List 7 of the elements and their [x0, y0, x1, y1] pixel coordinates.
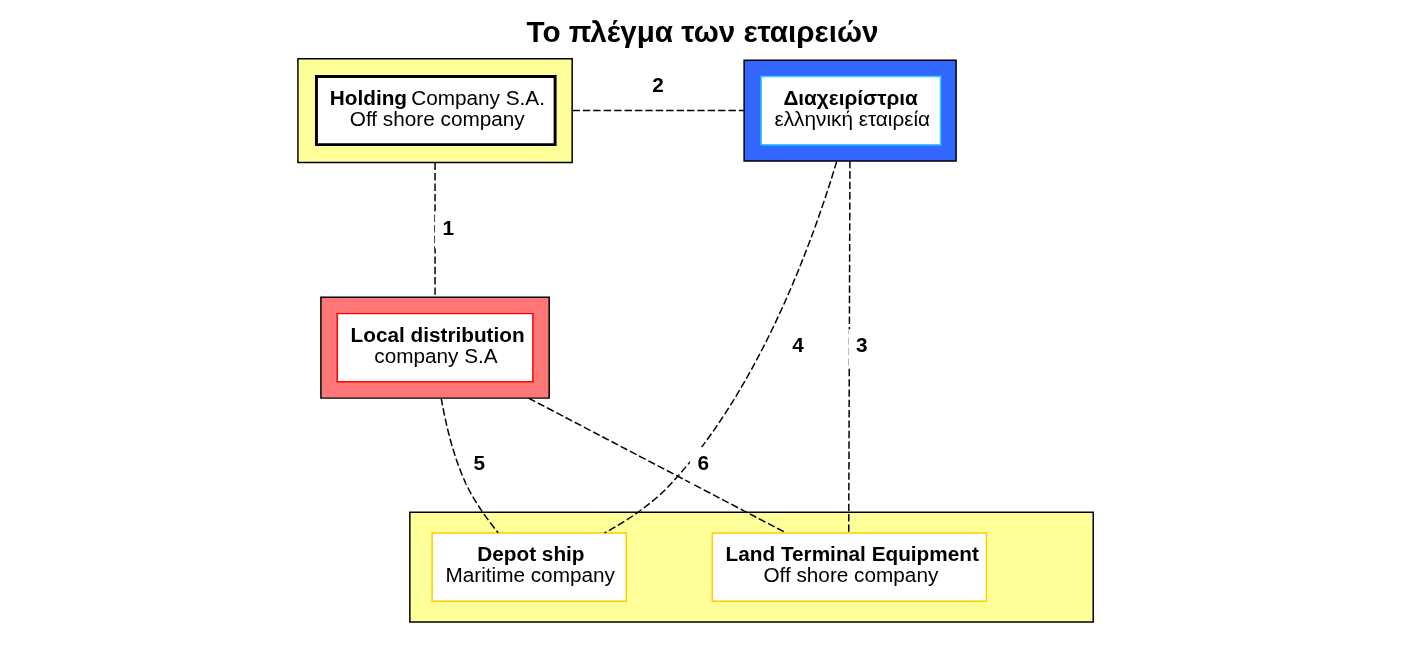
edge-label: 5 [473, 451, 486, 475]
diagram-title: Το πλέγμα των εταιρειών [526, 15, 879, 49]
edge-label: 4 [792, 333, 804, 357]
edge-label: 2 [652, 73, 664, 97]
edge-label: 3 [856, 333, 868, 357]
edge-label: 1 [442, 215, 455, 239]
edge-label: 6 [697, 451, 709, 475]
